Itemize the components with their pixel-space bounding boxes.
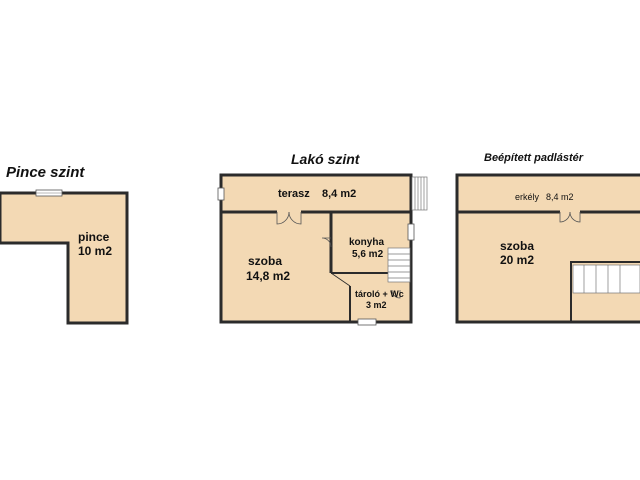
room-area-konyha: 5,6 m2 (352, 249, 384, 260)
room-name-tarolo: tároló + Wc (355, 289, 404, 299)
living-stairs (387, 247, 411, 283)
living-terrace-door (276, 211, 302, 225)
terrace-steps (411, 176, 428, 211)
living-plan: Lakó szint (217, 151, 428, 326)
room-name-erkely: erkély (515, 192, 540, 202)
room-area-terasz: 8,4 m2 (322, 188, 356, 200)
storage-door (391, 289, 401, 299)
attic-plan: Beépített padlástér erkély 8,4 m2 szoba … (455, 152, 640, 324)
room-name-terasz: terasz (278, 188, 310, 200)
room-name-szoba-attic: szoba (500, 239, 534, 253)
room-area-erkely: 8,4 m2 (546, 192, 574, 202)
basement-floor (0, 191, 129, 325)
room-name-konyha: konyha (349, 237, 384, 248)
terrace-window (217, 187, 225, 201)
attic-floor (455, 173, 640, 324)
living-title: Lakó szint (291, 151, 361, 167)
room-area-pince: 10 m2 (78, 244, 112, 258)
kitchen-door (321, 237, 332, 248)
kitchen-window (407, 223, 415, 241)
room-area-tarolo: 3 m2 (366, 300, 387, 310)
room-area-szoba-living: 14,8 m2 (246, 269, 290, 283)
room-name-szoba-living: szoba (248, 254, 282, 268)
basement-title: Pince szint (6, 164, 85, 181)
storage-window (357, 318, 377, 326)
basement-plan: Pince szint pince 10 m2 (0, 164, 129, 325)
room-name-pince: pince (78, 230, 110, 244)
attic-stairs (572, 264, 640, 294)
room-area-szoba-attic: 20 m2 (500, 253, 534, 267)
living-floor (219, 173, 413, 324)
attic-balcony-door (559, 211, 581, 223)
attic-title: Beépített padlástér (484, 152, 584, 164)
